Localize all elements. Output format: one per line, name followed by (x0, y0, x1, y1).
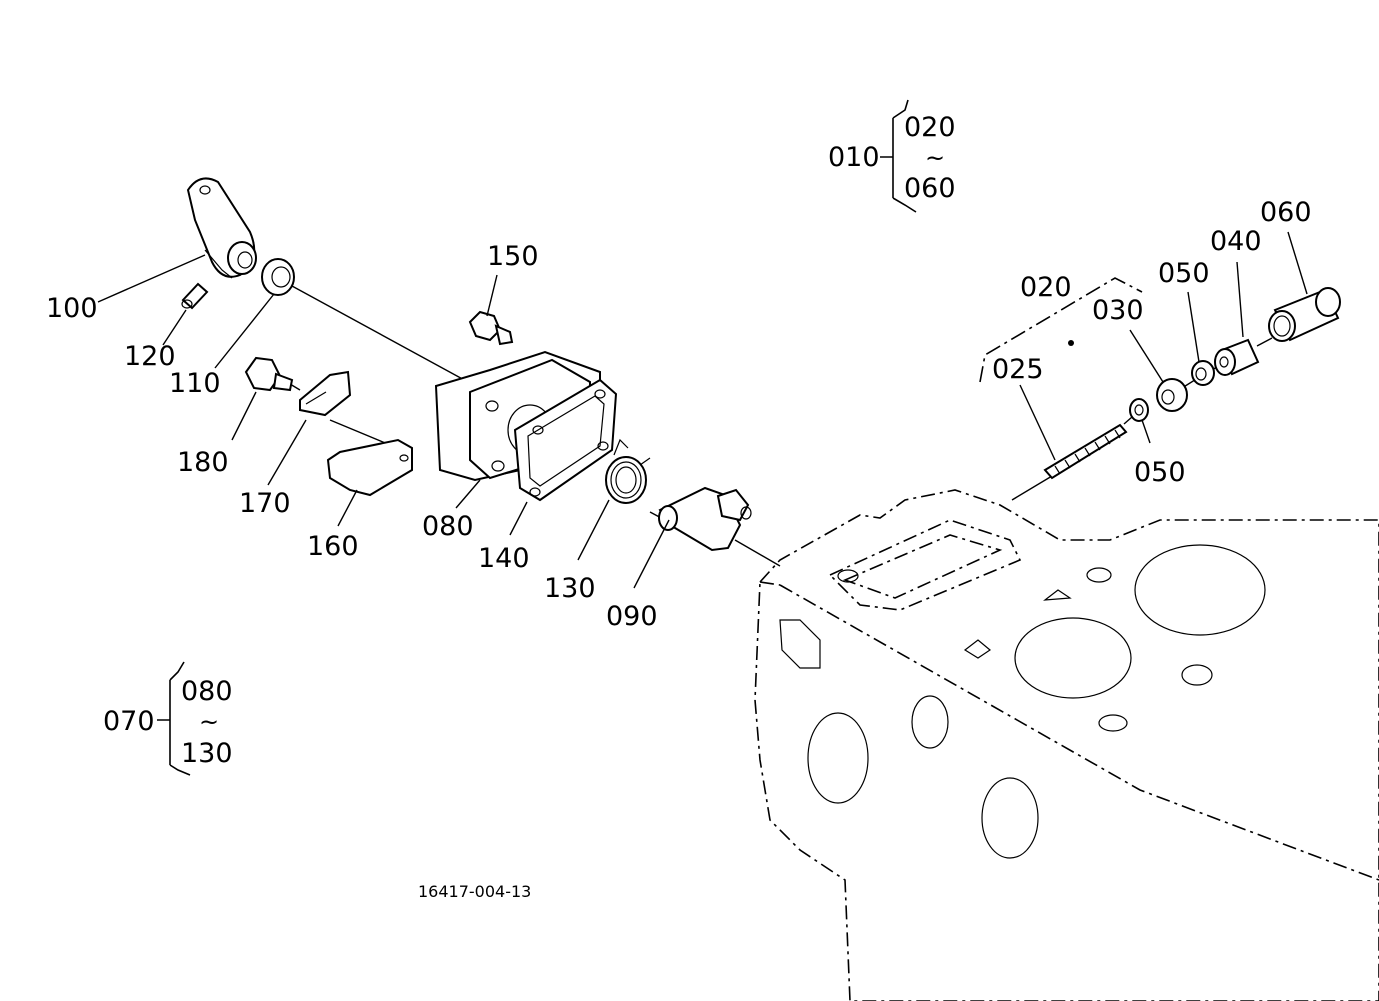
range-tilde-010: ~ (925, 144, 945, 172)
label-130-range-end: 130 (181, 738, 233, 769)
label-170: 170 (239, 488, 291, 519)
label-020: 020 (1020, 272, 1072, 303)
range-tilde-070: ~ (199, 708, 219, 736)
label-130: 130 (544, 573, 596, 604)
callout-labels: 010 020 ~ 060 060 040 050 020 030 025 05… (46, 112, 1312, 901)
label-010: 010 (828, 142, 880, 173)
plug-part-180 (244, 356, 294, 392)
bolt-part-150 (468, 310, 514, 346)
label-060: 060 (1260, 197, 1312, 228)
washer-part-050b (1129, 398, 1149, 422)
stud-part-025 (1043, 340, 1128, 480)
group-bracket-070 (157, 661, 191, 776)
nut-part-040 (1214, 338, 1260, 376)
label-180: 180 (177, 447, 229, 478)
label-020-range-start: 020 (904, 112, 956, 143)
nut-part-030 (1156, 378, 1188, 412)
label-090: 090 (606, 601, 658, 632)
group-bracket-020 (979, 277, 1143, 383)
label-150: 150 (487, 241, 539, 272)
label-080-range-start: 080 (181, 676, 233, 707)
drawing-code: 16417-004-13 (418, 882, 531, 901)
label-140: 140 (478, 543, 530, 574)
label-050-lower: 050 (1134, 457, 1186, 488)
label-070: 070 (103, 706, 155, 737)
label-030: 030 (1092, 295, 1144, 326)
label-040: 040 (1210, 226, 1262, 257)
label-100: 100 (46, 293, 98, 324)
lever-part-100 (186, 177, 257, 279)
label-160: 160 (307, 531, 359, 562)
label-120: 120 (124, 341, 176, 372)
leader-lines (97, 231, 1308, 589)
group-bracket-010 (880, 99, 917, 213)
bearing-part-110 (261, 258, 295, 296)
label-060-range-end: 060 (904, 173, 956, 204)
label-050-upper: 050 (1158, 258, 1210, 289)
spring-part-130 (605, 438, 651, 504)
cap-part-060 (1268, 287, 1341, 342)
label-080: 080 (422, 511, 474, 542)
clip-part-170 (299, 370, 352, 417)
pin-part-120 (181, 282, 209, 310)
shaft-part-090 (658, 486, 752, 552)
gasket-part-140 (513, 378, 618, 502)
label-110: 110 (169, 368, 221, 399)
engine-block-outline (754, 489, 1379, 1001)
label-025: 025 (992, 354, 1044, 385)
bracket-part-160 (326, 438, 413, 497)
washer-part-050a (1191, 360, 1215, 386)
